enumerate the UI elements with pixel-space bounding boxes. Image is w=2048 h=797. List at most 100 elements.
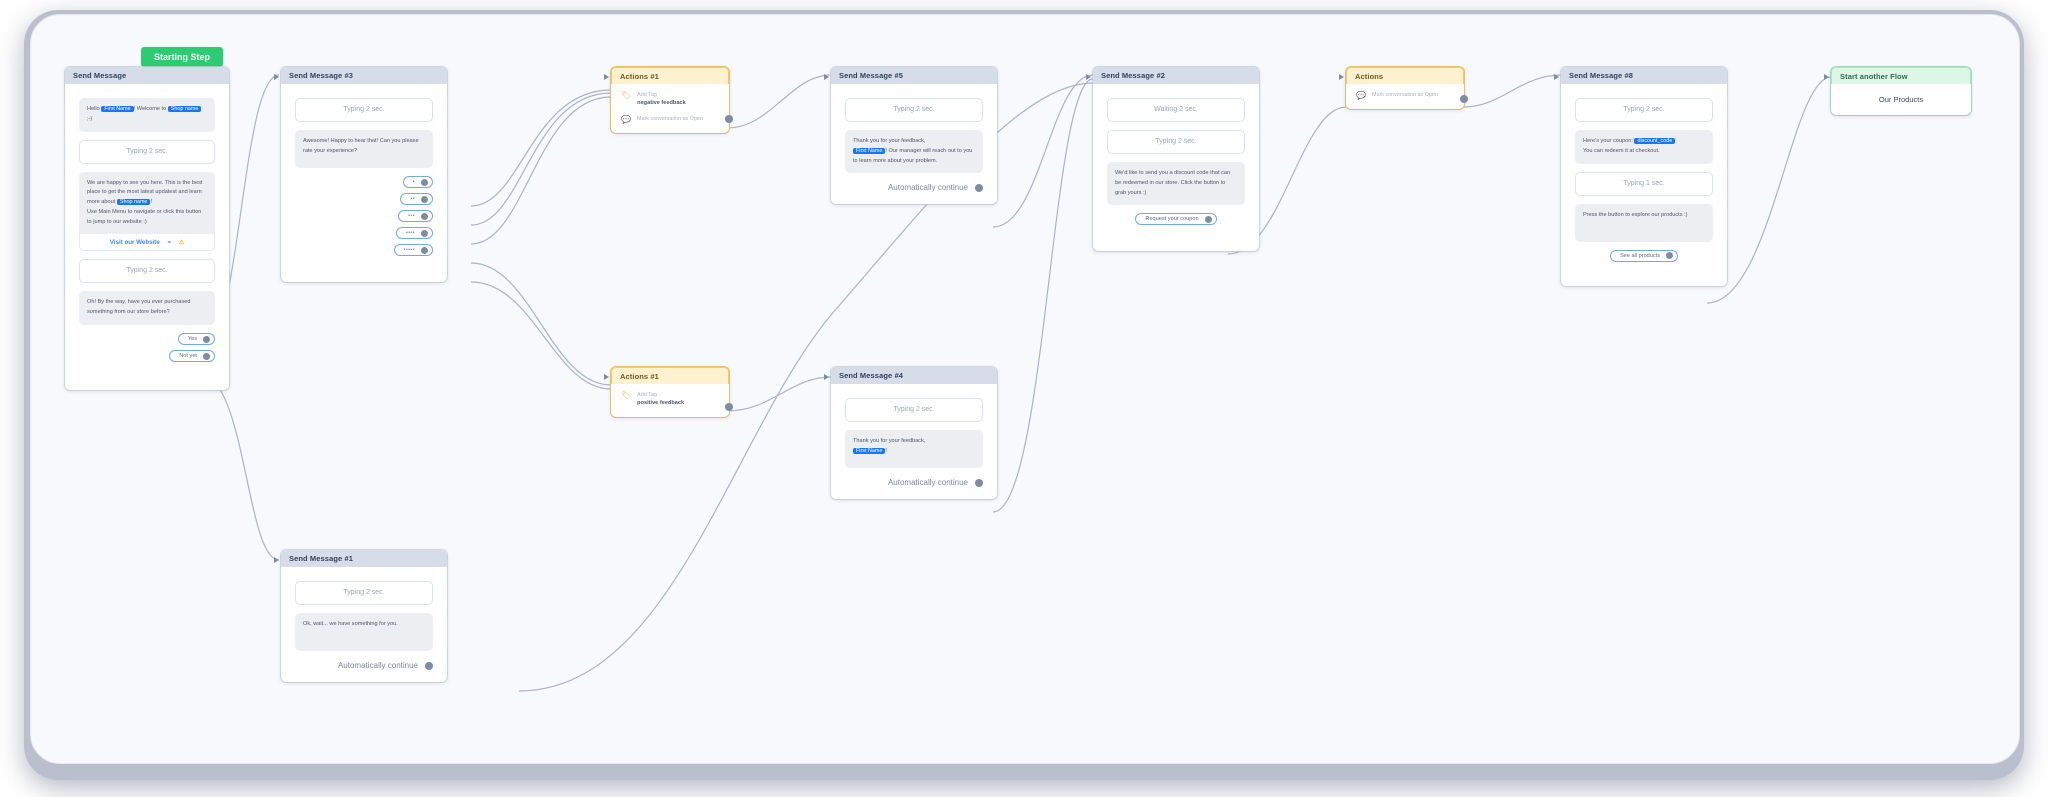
connector-anchor[interactable] [203, 352, 210, 360]
message-bubble-thank-you: Thank you for your feedback, First Name! [845, 430, 983, 468]
node-send-message-4[interactable]: Send Message #4 Typing 2 sec. Thank you … [824, 367, 997, 499]
connector-anchor[interactable] [975, 478, 983, 487]
rating-row-4: •••• [295, 227, 433, 239]
inbound-anchor [1824, 74, 1829, 80]
auto-continue-footer[interactable]: Automatically continue [845, 478, 983, 487]
node-title: Send Message #3 [281, 67, 447, 84]
about-text-2: Use Main Menu to navigate or click this … [87, 208, 202, 225]
action-add-tag-label: Add Tag [637, 92, 657, 98]
node-body: Hello First Name! Welcome to Shop name ;… [65, 84, 229, 390]
node-body: Typing 2 sec. Awesome! Happy to hear tha… [281, 84, 447, 282]
quick-reply-row-not-yet: Not yet [79, 350, 215, 363]
message-bubble-discount: We'd like to send you a discount code th… [1107, 162, 1245, 206]
node-actions-mark-open[interactable]: Actions 💬 Mark conversation as Open [1339, 67, 1468, 109]
node-title: Start another Flow [1831, 67, 1971, 84]
action-mark-open-label: Mark conversation as Open [1371, 92, 1438, 98]
rating-row-2: •• [295, 193, 433, 205]
outbound-anchor[interactable] [725, 402, 733, 411]
see-all-products-button[interactable]: See all products [1609, 249, 1679, 262]
bubble-text-post: ! [885, 447, 887, 454]
variable-first-name: First Name [853, 447, 886, 454]
inbound-anchor [274, 74, 279, 80]
about-text-1-end: ! [150, 199, 152, 206]
auto-continue-footer[interactable]: Automatically continue [845, 183, 983, 192]
inbound-anchor [1554, 74, 1559, 80]
rating-button-4[interactable]: •••• [395, 227, 433, 239]
node-send-message[interactable]: Send Message Hello First Name! Welcome t… [65, 67, 229, 391]
inbound-anchor [274, 557, 279, 563]
link-icon: ⚭ [166, 239, 172, 246]
inbound-anchor [1086, 74, 1091, 80]
flow-builder-canvas[interactable]: Starting Step Send Message Hello First N… [30, 14, 2020, 764]
tag-icon: 🏷 [621, 391, 632, 400]
open-conversation-icon: 💬 [621, 114, 631, 124]
button-row-request-coupon: Request your coupon [1107, 213, 1245, 226]
node-title: Send Message [65, 67, 229, 84]
quick-reply-not-yet[interactable]: Not yet [169, 350, 215, 363]
rating-stars-1: • [412, 179, 415, 185]
warning-icon: ⚠ [178, 239, 185, 246]
bubble-text-pre: Hello [87, 106, 102, 112]
tag-icon: 🏷 [621, 91, 632, 100]
node-title: Actions #1 [611, 67, 729, 84]
coupon-text-pre: Here's your coupon: [1583, 138, 1635, 144]
action-add-tag[interactable]: 🏷 Add Tag negative feedback [621, 91, 719, 108]
rating-stars-3: ••• [408, 213, 415, 219]
connector-anchor[interactable] [1204, 215, 1212, 223]
message-bubble-about: We are happy to see you here. This is th… [79, 171, 215, 235]
rating-button-3[interactable]: ••• [398, 210, 433, 222]
outbound-anchor[interactable] [1460, 95, 1468, 103]
variable-shop-name-2: Shop name [116, 199, 151, 206]
node-title: Actions #1 [611, 367, 729, 384]
rating-stars-4: •••• [405, 230, 415, 236]
rating-button-2[interactable]: •• [400, 193, 433, 205]
action-mark-open-label: Mark conversation as Open [636, 115, 703, 122]
node-body: Typing 2 sec. Ok, wait... we have someth… [281, 567, 447, 682]
inbound-anchor [1339, 74, 1344, 80]
visit-website-button[interactable]: Visit our Website ⚭ ⚠ [79, 234, 215, 252]
rating-button-1[interactable]: • [402, 176, 433, 188]
request-coupon-button[interactable]: Request your coupon [1135, 213, 1217, 226]
about-text-1: We are happy to see you here. This is th… [87, 179, 203, 206]
action-mark-open[interactable]: 💬 Mark conversation as Open [621, 115, 719, 124]
connector-anchor[interactable] [425, 661, 433, 670]
node-body: Typing 2 sec. Thank you for your feedbac… [831, 84, 997, 204]
connector-anchor[interactable] [421, 212, 428, 220]
rating-row-5: ••••• [295, 244, 433, 256]
action-mark-open[interactable]: 💬 Mark conversation as Open [1356, 91, 1454, 100]
open-conversation-icon: 💬 [1356, 91, 1366, 100]
node-send-message-2[interactable]: Send Message #2 Waiting 2 sec. Typing 2 … [1086, 67, 1259, 252]
connector-anchor[interactable] [203, 335, 210, 343]
quick-reply-yes[interactable]: Yes [177, 333, 215, 346]
typing-delay-1: Typing 2 sec. [845, 98, 983, 122]
auto-continue-label: Automatically continue [337, 661, 418, 670]
connector-anchor[interactable] [1666, 252, 1674, 260]
outbound-anchor[interactable] [725, 114, 733, 123]
node-body: 🏷 Add Tag negative feedback 💬 Mark conve… [611, 84, 729, 133]
node-send-message-1[interactable]: Send Message #1 Typing 2 sec. Ok, wait..… [274, 550, 447, 682]
waiting-delay-1: Waiting 2 sec. [1107, 98, 1245, 122]
typing-delay-1: Typing 2 sec. [1575, 98, 1713, 122]
node-send-message-8[interactable]: Send Message #8 Typing 2 sec. Here's you… [1554, 67, 1727, 286]
connector-anchor[interactable] [975, 183, 983, 192]
coupon-text-post: You can redeem it at checkout. [1583, 147, 1660, 154]
node-send-message-3[interactable]: Send Message #3 Typing 2 sec. Awesome! H… [274, 67, 447, 282]
connector-anchor[interactable] [421, 178, 428, 186]
bubble-text-pre: Thank you for your feedback, [853, 138, 926, 144]
node-actions-1-negative[interactable]: Actions #1 🏷 Add Tag negative feedback 💬… [604, 67, 733, 133]
node-start-another-flow[interactable]: Start another Flow Our Products [1824, 67, 1971, 115]
bubble-text-tail: ;-) [87, 115, 93, 122]
connector-anchor[interactable] [421, 229, 428, 237]
visit-website-label: Visit our Website [109, 238, 160, 246]
connector-anchor[interactable] [421, 195, 428, 203]
node-actions-1-positive[interactable]: Actions #1 🏷 Add Tag positive feedback [604, 367, 733, 417]
rating-button-5[interactable]: ••••• [393, 244, 433, 256]
auto-continue-footer[interactable]: Automatically continue [295, 661, 433, 670]
node-title: Send Message #4 [831, 367, 997, 384]
inbound-anchor [824, 74, 829, 80]
action-add-tag[interactable]: 🏷 Add Tag positive feedback [621, 391, 719, 408]
typing-delay-1: Typing 2 sec. [845, 398, 983, 422]
variable-discount-code: discount_code [1634, 138, 1676, 144]
connector-anchor[interactable] [421, 246, 428, 254]
node-send-message-5[interactable]: Send Message #5 Typing 2 sec. Thank you … [824, 67, 997, 205]
